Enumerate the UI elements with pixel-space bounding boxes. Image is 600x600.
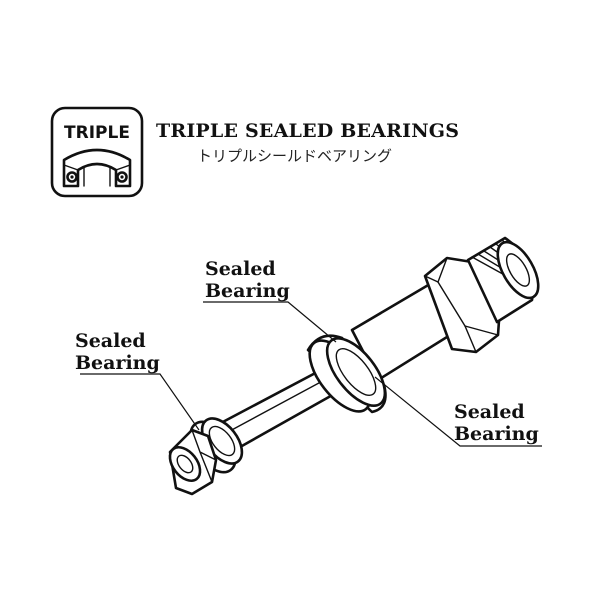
callout-left-line2: Bearing: [75, 352, 160, 374]
callout-top: Sealed Bearing: [205, 258, 290, 302]
callout-right-line2: Bearing: [454, 423, 539, 445]
bearing-cross-section-icon: [62, 148, 132, 188]
callout-leaders: [80, 301, 542, 447]
callout-top-line2: Bearing: [205, 280, 290, 302]
callout-left: Sealed Bearing: [75, 330, 160, 374]
page-subtitle-jp: トリプルシールドベアリング: [197, 147, 392, 165]
badge-label: TRIPLE: [64, 123, 130, 143]
callout-right-line1: Sealed: [454, 401, 525, 423]
page-title: TRIPLE SEALED BEARINGS: [156, 120, 459, 142]
leader-left: [80, 373, 200, 431]
tip-nut: [168, 428, 218, 496]
callout-left-line1: Sealed: [75, 330, 146, 352]
callout-top-line1: Sealed: [205, 258, 276, 280]
leader-right: [374, 376, 542, 447]
callout-right: Sealed Bearing: [454, 401, 539, 445]
triple-badge: TRIPLE: [50, 106, 144, 198]
leader-top: [203, 301, 337, 343]
